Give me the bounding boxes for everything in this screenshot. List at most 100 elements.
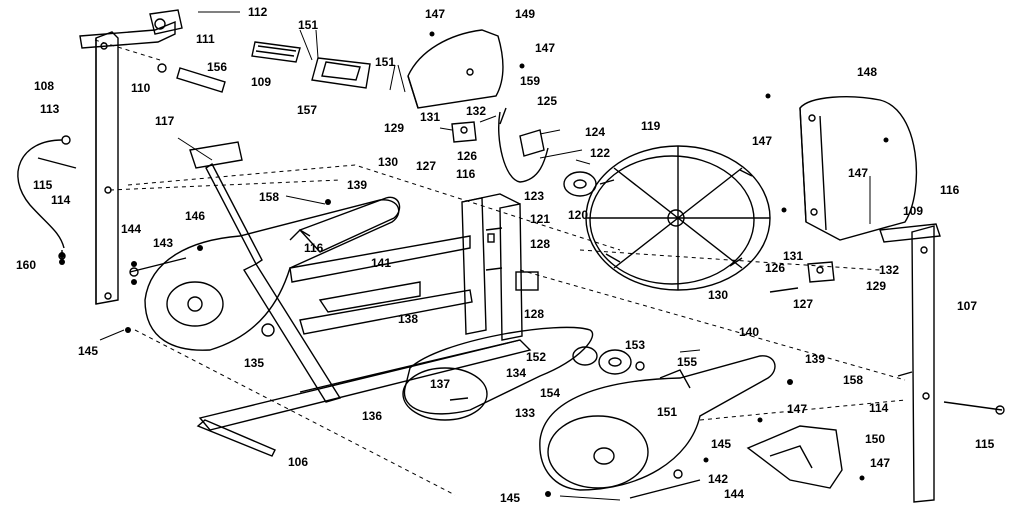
part-label-155: 155 xyxy=(677,355,698,369)
part-label-107: 107 xyxy=(957,299,978,313)
part-label-135: 135 xyxy=(244,356,265,370)
part-label-151-mid: 151 xyxy=(375,55,396,69)
part-label-147-bottom: 147 xyxy=(870,456,891,470)
part-label-129-left: 129 xyxy=(384,121,405,135)
part-label-109-right: 109 xyxy=(903,204,924,218)
part-label-138: 138 xyxy=(398,312,419,326)
idler-pulley xyxy=(572,346,645,375)
part-label-144-right: 144 xyxy=(724,487,745,501)
part-label-128-upper: 128 xyxy=(530,237,551,251)
upper-shroud xyxy=(407,29,504,109)
part-label-129-right: 129 xyxy=(866,279,887,293)
brake-bracket-right xyxy=(769,261,835,293)
part-label-109-left: 109 xyxy=(251,75,272,89)
console xyxy=(251,41,371,89)
part-label-147-fan-right: 147 xyxy=(848,166,869,180)
part-label-131-right: 131 xyxy=(783,249,804,263)
part-label-130-left: 130 xyxy=(378,155,399,169)
part-label-116-left: 116 xyxy=(304,241,324,255)
part-label-157: 157 xyxy=(297,103,318,117)
part-label-130-right: 130 xyxy=(708,288,729,302)
grip xyxy=(157,63,226,93)
part-label-126-right: 126 xyxy=(765,261,786,275)
chain-guard-front xyxy=(539,355,776,491)
part-label-145-bottom: 145 xyxy=(500,491,521,505)
part-label-126-left: 126 xyxy=(457,149,478,163)
part-label-158-right: 158 xyxy=(843,373,864,387)
fan-pulley xyxy=(563,171,597,197)
part-label-143: 143 xyxy=(153,236,174,250)
part-label-112: 112 xyxy=(248,5,268,19)
part-label-115-left: 115 xyxy=(33,178,53,192)
part-label-134: 134 xyxy=(506,366,527,380)
part-label-119: 119 xyxy=(641,119,661,133)
main-frame xyxy=(144,199,532,457)
fan-shroud-right xyxy=(799,96,918,241)
part-label-153: 153 xyxy=(625,338,646,352)
part-label-151-lower: 151 xyxy=(657,405,678,419)
part-label-120: 120 xyxy=(568,208,589,222)
part-label-108: 108 xyxy=(34,79,55,93)
part-label-146: 146 xyxy=(185,209,206,223)
part-label-121: 121 xyxy=(530,212,551,226)
part-label-137: 137 xyxy=(430,377,451,391)
part-label-148: 148 xyxy=(857,65,878,79)
part-label-139-left: 139 xyxy=(347,178,368,192)
part-label-117: 117 xyxy=(155,114,175,128)
part-label-151-top: 151 xyxy=(298,18,319,32)
part-label-160: 160 xyxy=(16,258,37,272)
part-label-114-right: 114 xyxy=(869,401,889,415)
part-label-150: 150 xyxy=(865,432,886,446)
part-label-127-right: 127 xyxy=(793,297,814,311)
part-label-113: 113 xyxy=(40,102,60,116)
part-label-116-center: 116 xyxy=(456,167,476,181)
part-label-131-left: 131 xyxy=(420,110,441,124)
part-label-139-right: 139 xyxy=(805,352,826,366)
right-upright-tube xyxy=(879,223,941,503)
part-label-123: 123 xyxy=(524,189,545,203)
part-label-114-left: 114 xyxy=(51,193,71,207)
part-label-145-mid: 145 xyxy=(711,437,732,451)
part-label-140: 140 xyxy=(739,325,760,339)
part-label-125: 125 xyxy=(537,94,558,108)
part-label-158-left: 158 xyxy=(259,190,280,204)
part-label-115-right: 115 xyxy=(975,437,995,451)
fan-wheel xyxy=(585,145,771,291)
part-label-136: 136 xyxy=(362,409,383,423)
part-label-149: 149 xyxy=(515,7,536,21)
part-label-127-left: 127 xyxy=(416,159,437,173)
screws xyxy=(59,31,889,497)
part-label-156: 156 xyxy=(207,60,228,74)
part-label-128-lower: 128 xyxy=(524,307,545,321)
part-label-154: 154 xyxy=(540,386,561,400)
part-label-110: 110 xyxy=(131,81,151,95)
drive-belt xyxy=(402,326,594,421)
lower-shroud xyxy=(746,425,843,489)
part-label-147-shroud: 147 xyxy=(535,41,556,55)
part-label-147-top: 147 xyxy=(425,7,446,21)
part-label-106: 106 xyxy=(288,455,309,469)
part-label-142: 142 xyxy=(708,472,729,486)
part-label-111: 111 xyxy=(196,32,215,46)
part-label-122: 122 xyxy=(590,146,611,160)
pedal-axles xyxy=(129,257,1005,499)
part-label-141: 141 xyxy=(371,256,392,270)
chain-guard-rear xyxy=(289,196,401,253)
alignment-lines xyxy=(94,39,906,496)
left-upright-tube xyxy=(95,31,119,305)
brake-bracket-left xyxy=(451,107,549,183)
part-label-116-right: 116 xyxy=(940,183,960,197)
part-label-152: 152 xyxy=(526,350,547,364)
part-label-124: 124 xyxy=(585,125,606,139)
part-label-147-fan-left: 147 xyxy=(752,134,773,148)
part-label-159: 159 xyxy=(520,74,541,88)
part-label-132-right: 132 xyxy=(879,263,900,277)
handlebar-bracket xyxy=(79,9,183,49)
part-label-145-left: 145 xyxy=(78,344,99,358)
part-label-132-left: 132 xyxy=(466,104,487,118)
center-upright xyxy=(461,193,539,341)
leader-lines xyxy=(99,11,871,501)
part-label-144-left: 144 xyxy=(121,222,142,236)
